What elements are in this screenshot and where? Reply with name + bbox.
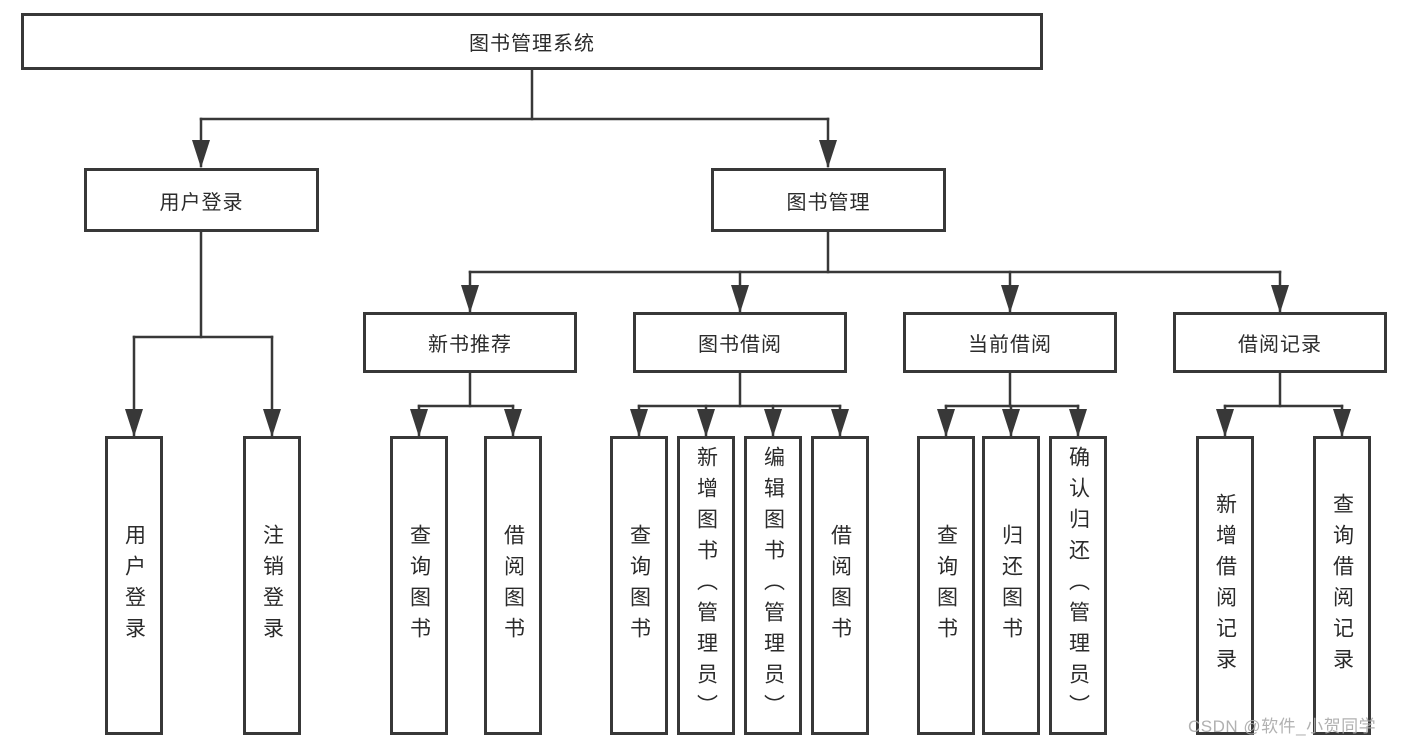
node-borrowing-borrow-books: 借阅图书 (811, 436, 869, 735)
arrowhead-icon (937, 409, 955, 437)
node-borrowing-edit-books-admin: 编辑图书（管理员） (744, 436, 802, 735)
arrowhead-icon (1002, 409, 1020, 437)
arrowhead-icon (504, 409, 522, 437)
arrowhead-icon (1069, 409, 1087, 437)
node-user-login-leaf: 用户登录 (105, 436, 163, 735)
node-book-borrowing: 图书借阅 (633, 312, 847, 373)
node-current-confirm-return-admin: 确认归还（管理员） (1049, 436, 1107, 735)
node-current-search-books: 查询图书 (917, 436, 975, 735)
arrowhead-icon (819, 140, 837, 168)
node-label: 编辑图书（管理员） (761, 446, 785, 725)
node-book-management: 图书管理 (711, 168, 946, 232)
node-label: 新增借阅记录 (1213, 492, 1237, 679)
node-label: 查询借阅记录 (1330, 492, 1354, 679)
node-label: 用户登录 (122, 523, 146, 648)
arrowhead-icon (192, 140, 210, 168)
node-label: 新增图书（管理员） (694, 446, 718, 725)
node-recommend-borrow-books: 借阅图书 (484, 436, 542, 735)
arrowhead-icon (125, 409, 143, 437)
node-borrowing-search-books: 查询图书 (610, 436, 668, 735)
node-library-management-system: 图书管理系统 (21, 13, 1043, 70)
arrowhead-icon (461, 285, 479, 313)
arrowhead-icon (831, 409, 849, 437)
node-records-add-borrow-record: 新增借阅记录 (1196, 436, 1254, 735)
arrowhead-icon (731, 285, 749, 313)
watermark: CSDN @软件_小贺同学 (1188, 717, 1377, 736)
arrowhead-icon (1001, 285, 1019, 313)
node-user-login: 用户登录 (84, 168, 319, 232)
arrowhead-icon (1271, 285, 1289, 313)
node-label: 归还图书 (999, 523, 1023, 648)
node-label: 借阅图书 (501, 523, 525, 648)
node-records-search-borrow-record: 查询借阅记录 (1313, 436, 1371, 735)
node-label: 注销登录 (260, 523, 284, 648)
arrowhead-icon (1216, 409, 1234, 437)
node-current-borrowing: 当前借阅 (903, 312, 1117, 373)
arrowhead-icon (697, 409, 715, 437)
arrowhead-icon (630, 409, 648, 437)
node-label: 查询图书 (627, 523, 651, 648)
node-borrowing-records: 借阅记录 (1173, 312, 1387, 373)
node-new-book-recommendation: 新书推荐 (363, 312, 577, 373)
node-label: 查询图书 (407, 523, 431, 648)
node-label: 查询图书 (934, 523, 958, 648)
tree-edges (132, 68, 1344, 437)
node-logout-leaf: 注销登录 (243, 436, 301, 735)
arrowhead-icon (764, 409, 782, 437)
arrowheads (125, 140, 1351, 437)
node-borrowing-add-books-admin: 新增图书（管理员） (677, 436, 735, 735)
node-label: 借阅图书 (828, 523, 852, 648)
node-current-return-books: 归还图书 (982, 436, 1040, 735)
arrowhead-icon (263, 409, 281, 437)
arrowhead-icon (410, 409, 428, 437)
node-recommend-search-books: 查询图书 (390, 436, 448, 735)
arrowhead-icon (1333, 409, 1351, 437)
node-label: 确认归还（管理员） (1066, 446, 1090, 725)
